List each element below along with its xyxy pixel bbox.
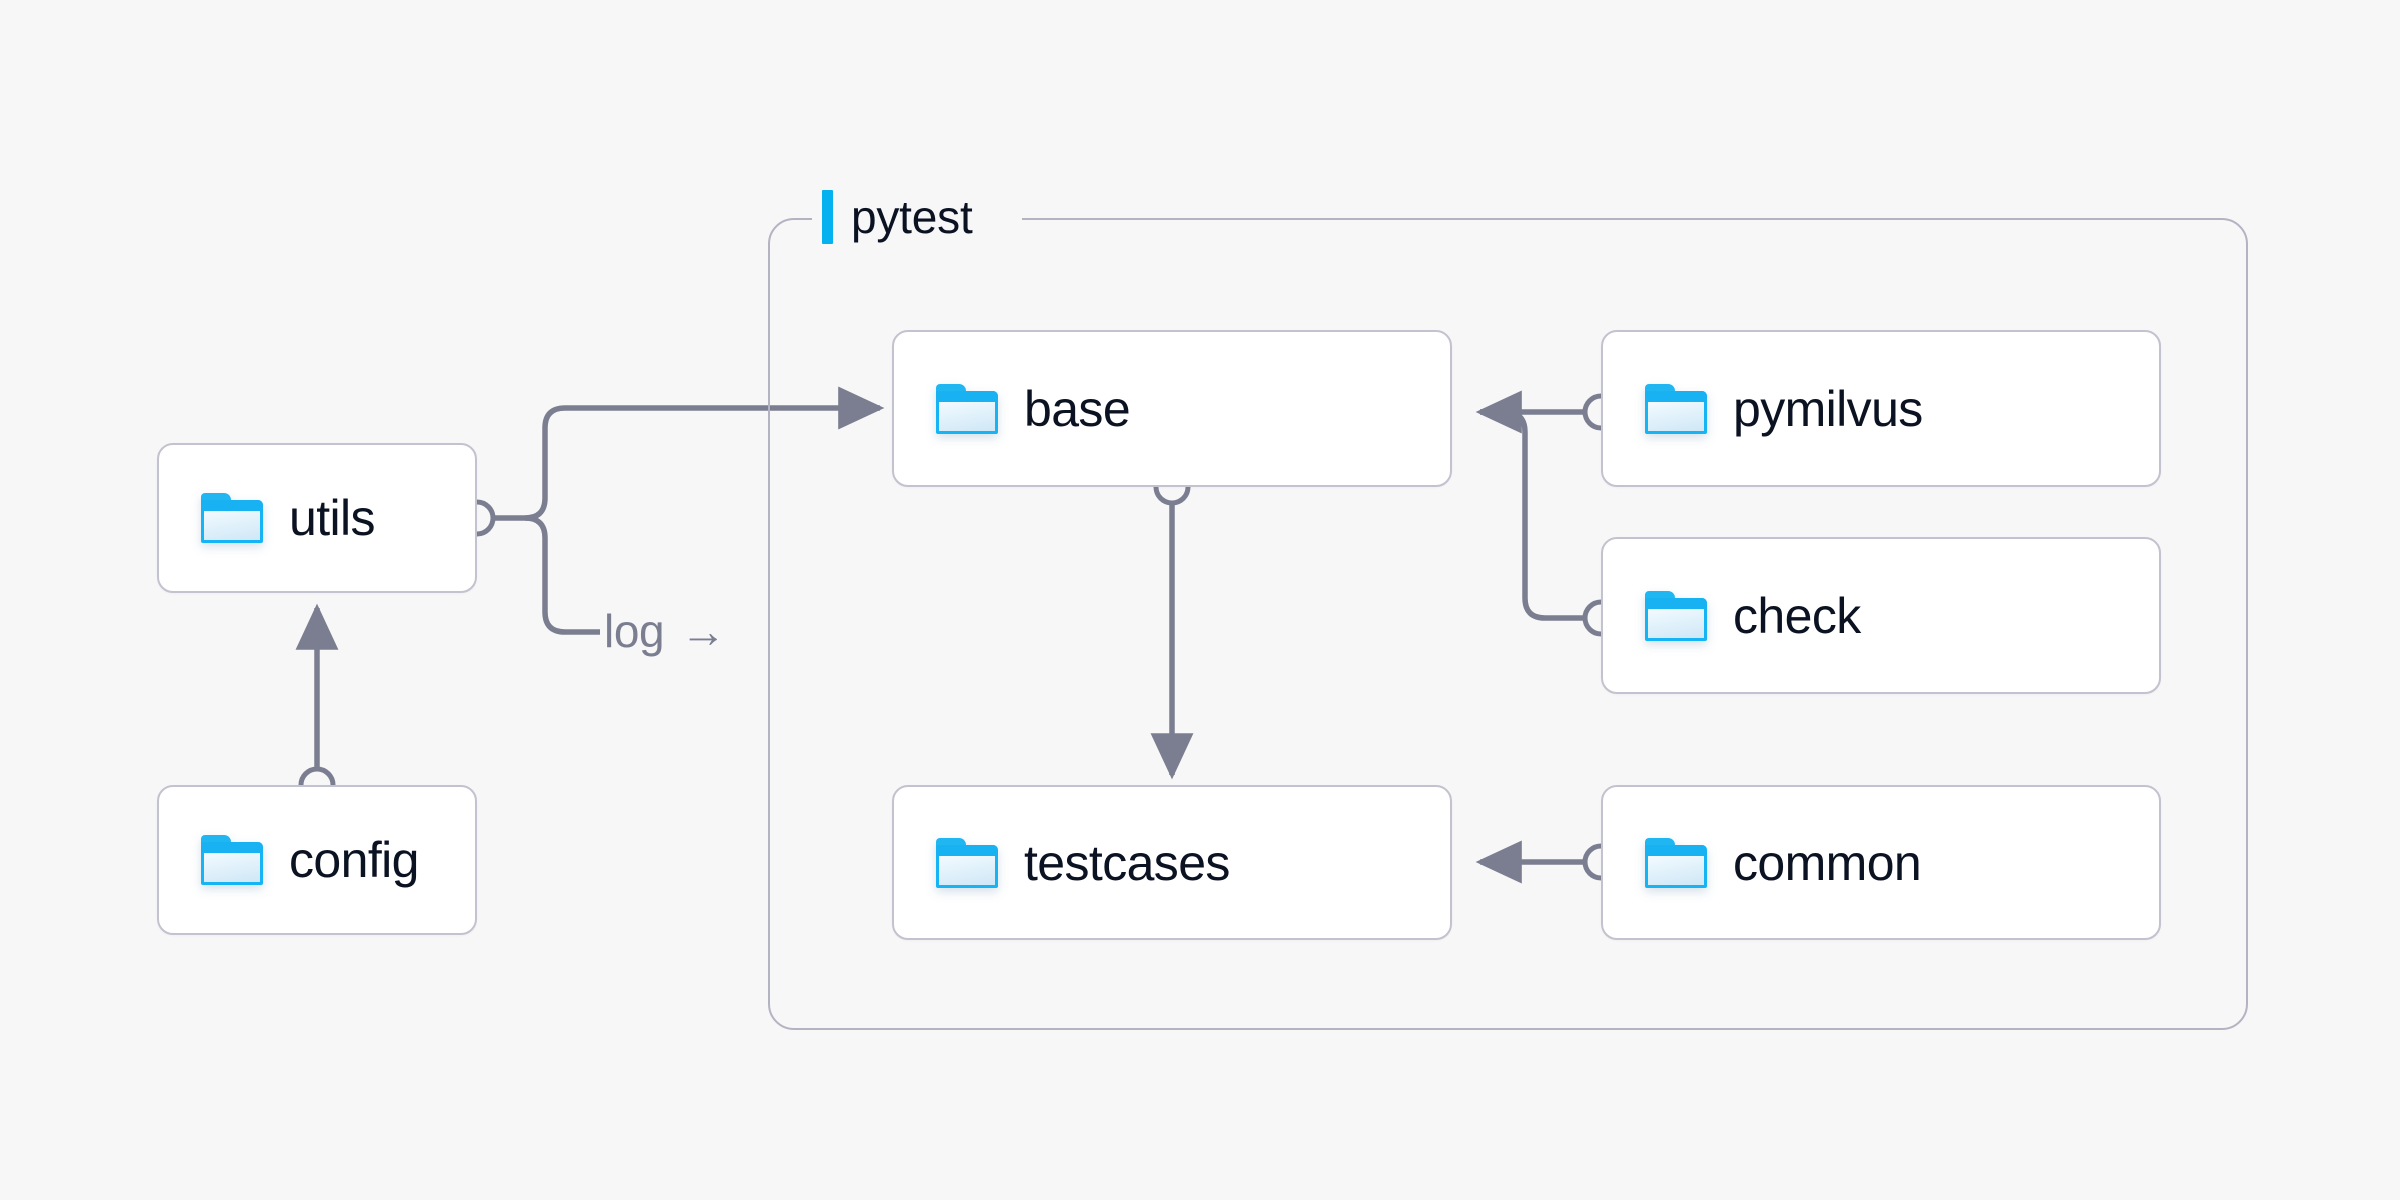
group-title-label: pytest — [851, 191, 973, 243]
folder-icon — [1645, 590, 1707, 641]
folder-icon — [201, 835, 263, 885]
node-utils[interactable]: utils — [157, 443, 477, 593]
node-config[interactable]: config — [157, 785, 477, 935]
node-base-content: base — [894, 380, 1131, 437]
node-testcases-content: testcases — [894, 834, 1230, 891]
group-container-pytest[interactable] — [768, 218, 2248, 1030]
edge-label-log: log → — [604, 608, 726, 654]
node-common[interactable]: common — [1601, 785, 2161, 940]
node-testcases[interactable]: testcases — [892, 785, 1452, 940]
node-pymilvus-content: pymilvus — [1603, 380, 1923, 437]
node-config-content: config — [159, 835, 419, 885]
node-testcases-label: testcases — [1024, 834, 1230, 891]
node-utils-content: utils — [159, 490, 376, 546]
folder-icon — [936, 383, 998, 434]
node-common-label: common — [1733, 834, 1922, 891]
node-common-content: common — [1603, 834, 1922, 891]
node-base-label: base — [1024, 380, 1131, 437]
edge-label-log-text: log — [604, 605, 665, 657]
folder-icon — [936, 837, 998, 888]
folder-icon — [1645, 383, 1707, 434]
group-title-pytest: pytest — [822, 190, 973, 244]
edge-utils-to-log — [524, 515, 600, 635]
node-pymilvus[interactable]: pymilvus — [1601, 330, 2161, 487]
node-pymilvus-label: pymilvus — [1733, 380, 1923, 437]
node-check-label: check — [1733, 587, 1861, 644]
accent-bar-icon — [822, 190, 833, 244]
node-base[interactable]: base — [892, 330, 1452, 487]
node-utils-label: utils — [289, 490, 376, 546]
folder-icon — [1645, 837, 1707, 888]
node-config-label: config — [289, 832, 419, 888]
node-check-content: check — [1603, 587, 1861, 644]
folder-icon — [201, 493, 263, 543]
arrow-right-icon: → — [680, 605, 726, 657]
node-check[interactable]: check — [1601, 537, 2161, 694]
group-title-mask — [812, 208, 1022, 230]
